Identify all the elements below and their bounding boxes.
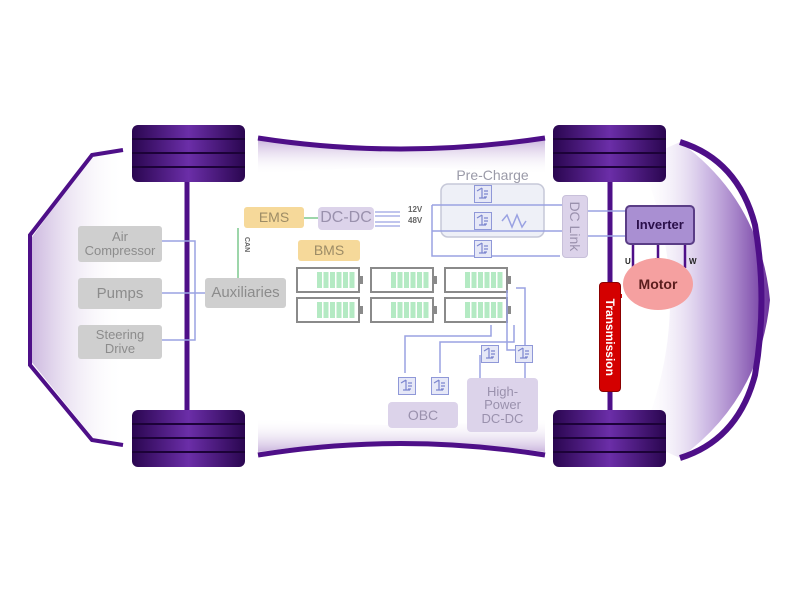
- switch-icon: [515, 345, 533, 363]
- battery-cell-icon: [370, 267, 437, 293]
- ems-box: EMS: [244, 207, 304, 228]
- wheel-icon: [132, 410, 245, 467]
- transmission-label: Transmission: [603, 298, 618, 376]
- label-12v: 12V: [408, 205, 423, 214]
- switch-icon: [431, 377, 449, 395]
- resistor-icon: [501, 213, 527, 229]
- dcdc-converter-box: DC-DC: [318, 207, 374, 230]
- motor-circle: Motor: [623, 258, 693, 310]
- obc-box: OBC: [388, 402, 458, 428]
- wheel-icon: [553, 410, 666, 467]
- wheel-icon: [132, 125, 245, 182]
- steering-drive-box: Steering Drive: [78, 325, 162, 359]
- pumps-box: Pumps: [78, 278, 162, 309]
- switch-icon: [481, 345, 499, 363]
- switch-icon: [474, 185, 492, 203]
- air-compressor-box: Air Compressor: [78, 226, 162, 262]
- can-label: CAN: [243, 237, 250, 253]
- label-48v: 48V: [408, 216, 423, 225]
- inverter-box: Inverter: [625, 205, 695, 245]
- battery-cell-icon: [370, 297, 437, 323]
- high-power-dcdc-box: High- Power DC-DC: [467, 378, 538, 432]
- auxiliary-wires: [162, 240, 206, 341]
- switch-icon: [398, 377, 416, 395]
- transmission-bar: Transmission: [599, 282, 621, 392]
- battery-cell-icon: [296, 297, 363, 323]
- low-voltage-wires: [375, 211, 400, 227]
- precharge-box: [440, 183, 545, 238]
- phase-w-label: W: [689, 257, 697, 266]
- wheel-icon: [553, 125, 666, 182]
- phase-u-label: U: [625, 257, 631, 266]
- battery-pack: [296, 267, 511, 323]
- battery-cell-icon: [444, 267, 511, 293]
- dc-link-box: DC Link: [562, 195, 588, 258]
- precharge-label: Pre-Charge: [456, 166, 529, 183]
- switch-icon: [474, 240, 492, 258]
- dc-link-label: DC Link: [567, 201, 584, 252]
- auxiliaries-box: Auxiliaries: [205, 278, 286, 308]
- bms-box: BMS: [298, 240, 360, 261]
- switch-icon: [474, 212, 492, 230]
- battery-cell-icon: [444, 297, 511, 323]
- battery-cell-icon: [296, 267, 363, 293]
